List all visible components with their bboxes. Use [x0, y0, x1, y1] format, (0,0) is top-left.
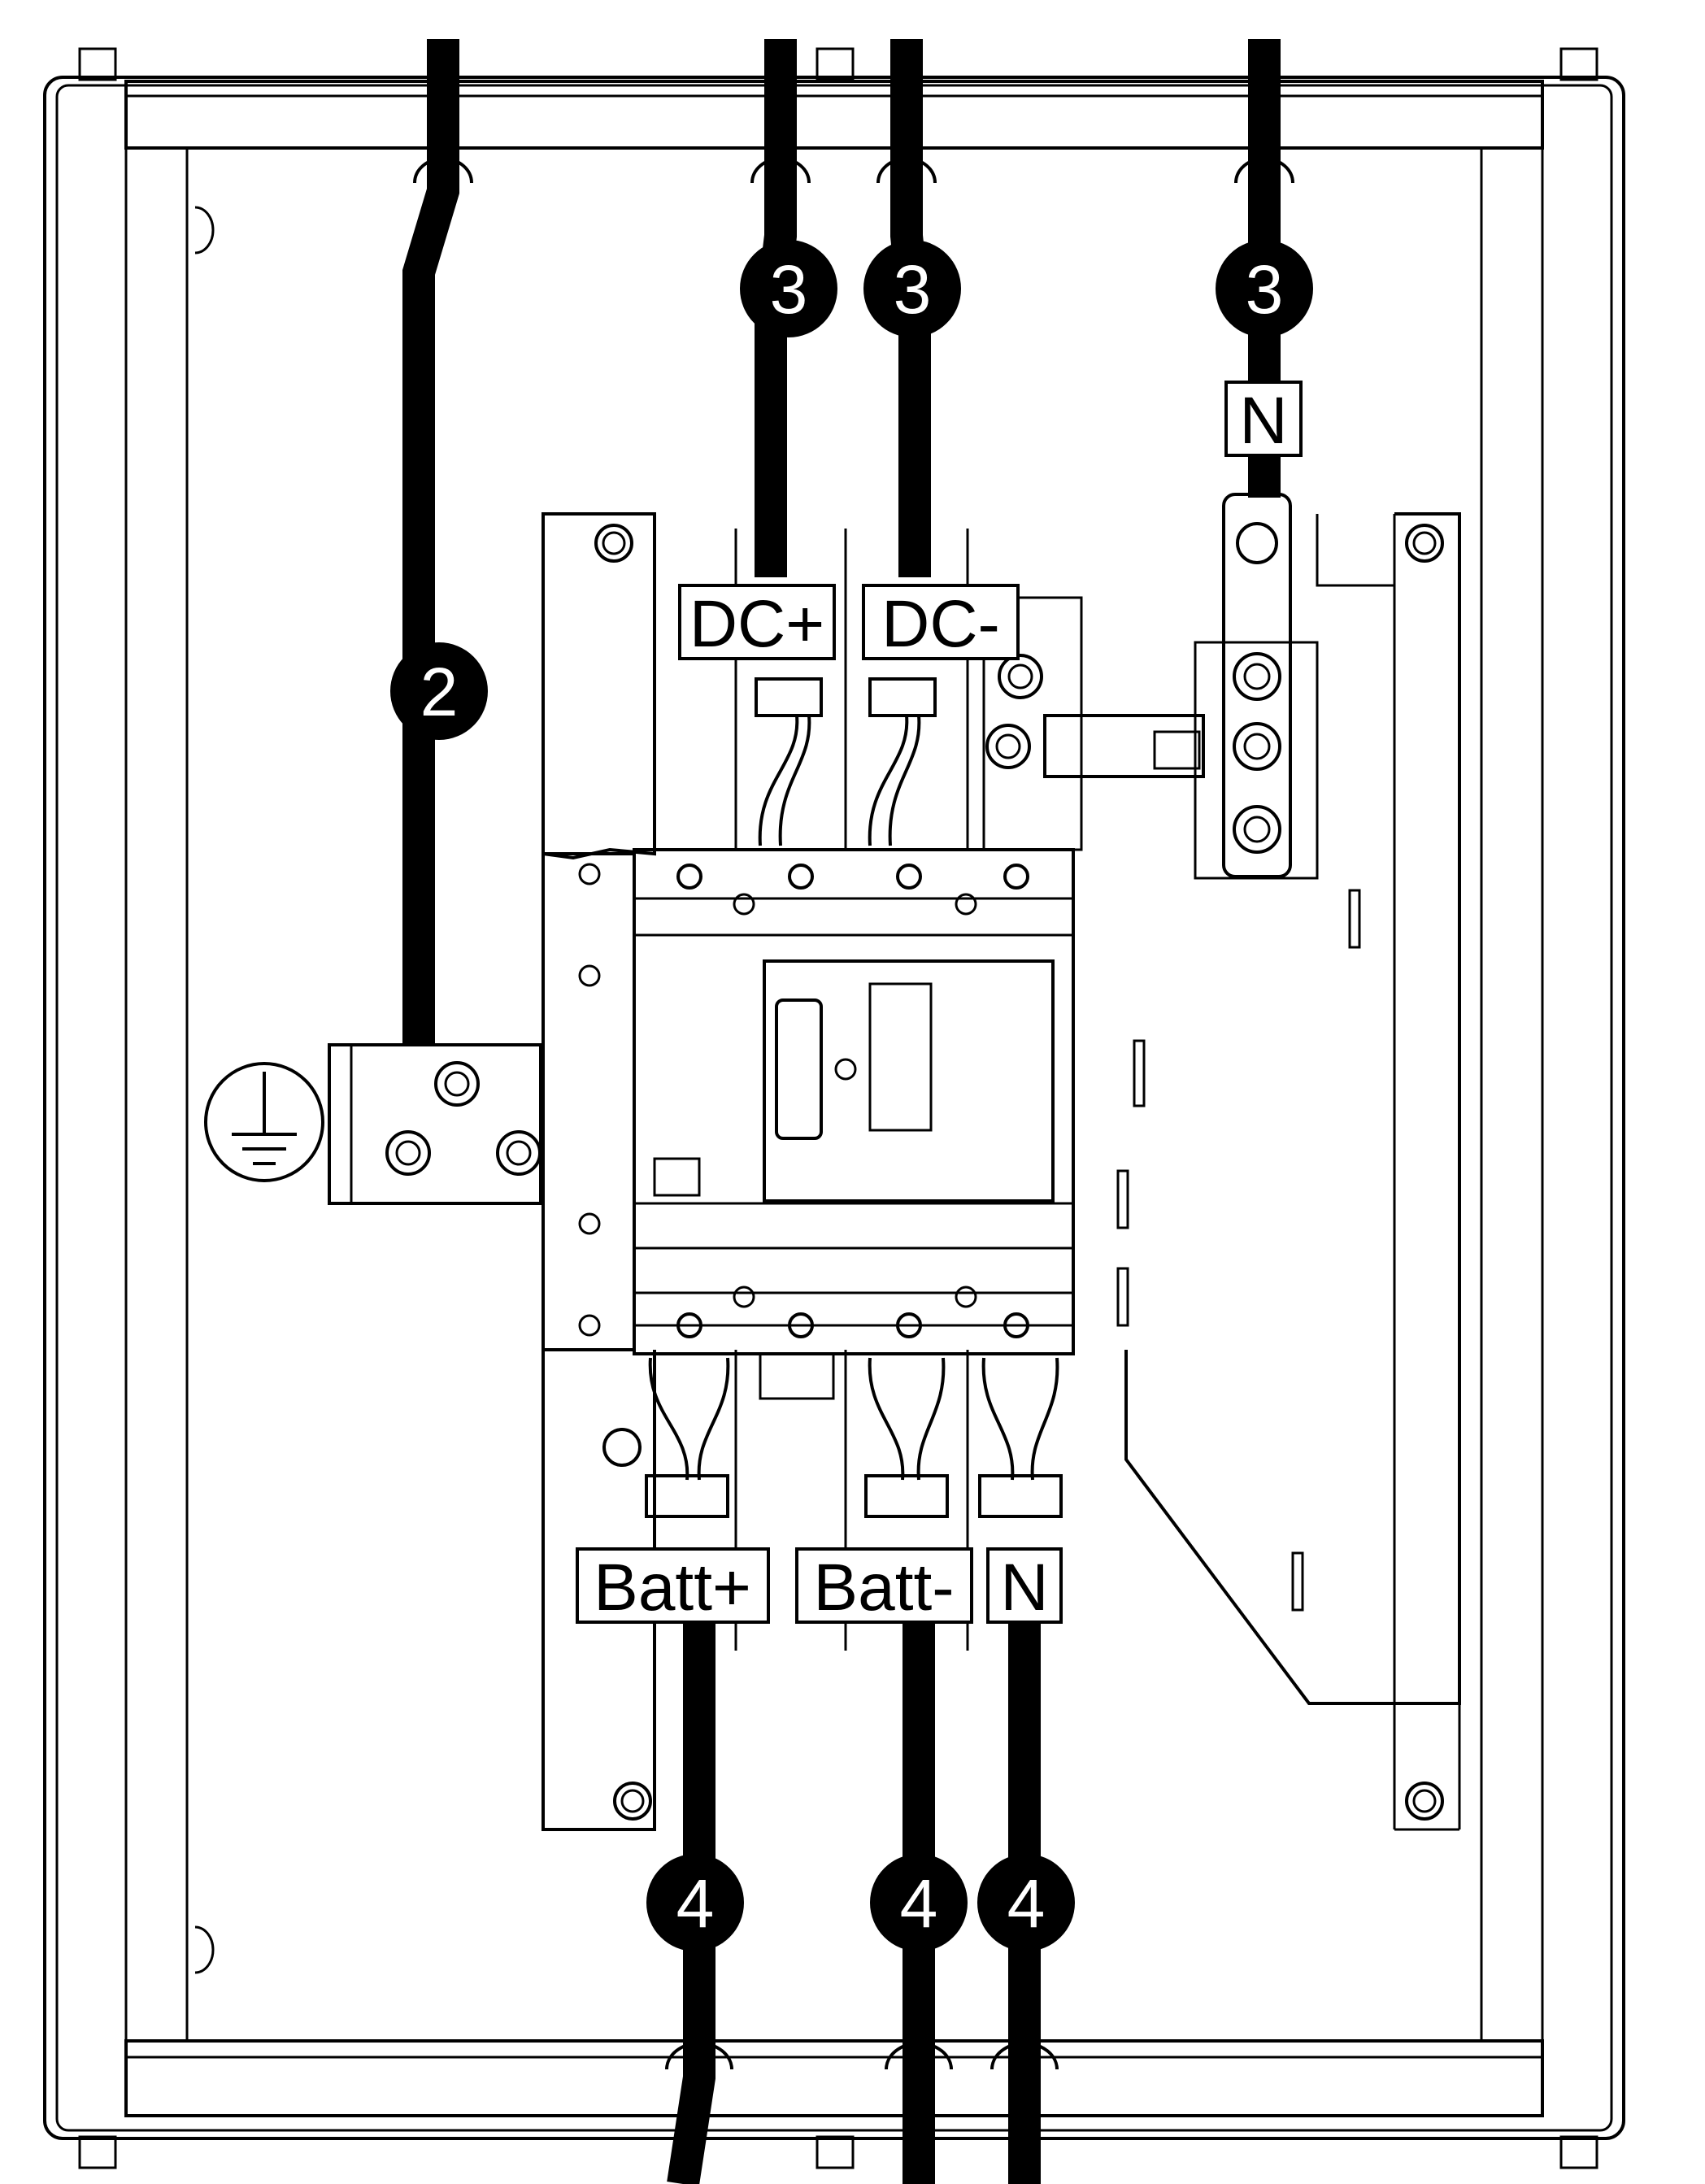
svg-text:N: N [1239, 384, 1287, 458]
cables [402, 39, 1294, 2184]
label-neutral-top: N [1224, 381, 1303, 458]
svg-text:2: 2 [420, 654, 459, 730]
enclosure [43, 47, 1625, 2169]
svg-text:DC+: DC+ [689, 587, 824, 661]
svg-text:DC-: DC- [881, 587, 1000, 661]
label-batt-plus: Batt+ [576, 1547, 770, 1625]
protective-earth-icon [204, 1062, 324, 1182]
svg-text:3: 3 [1246, 251, 1284, 328]
label-dc-minus: DC- [862, 584, 1020, 661]
label-neutral-bottom: N [986, 1547, 1063, 1625]
circuit-breaker [633, 848, 1075, 1400]
bottom-bus-links [645, 1350, 1063, 1651]
callout-dc-plus-cable: 3 [740, 240, 837, 337]
ground-cable [402, 39, 459, 1045]
label-batt-minus: Batt- [795, 1547, 973, 1625]
callout-batt-minus-cable: 4 [870, 1854, 968, 1951]
svg-text:N: N [1000, 1551, 1048, 1625]
callout-neutral-top-cable: 3 [1216, 240, 1313, 337]
svg-text:4: 4 [900, 1865, 938, 1942]
callout-neutral-bottom-cable: 4 [977, 1854, 1075, 1951]
callout-ground-cable: 2 [390, 642, 488, 740]
svg-text:4: 4 [1007, 1865, 1046, 1942]
svg-text:Batt+: Batt+ [594, 1551, 751, 1625]
svg-text:Batt-: Batt- [813, 1551, 954, 1625]
svg-text:3: 3 [770, 251, 808, 328]
callout-dc-minus-cable: 3 [863, 240, 961, 337]
ground-bar [328, 1043, 542, 1205]
top-bus-links [734, 529, 1083, 851]
batt-plus-cable [667, 1618, 715, 2184]
neutral-busbar [1043, 493, 1319, 880]
svg-text:3: 3 [894, 251, 932, 328]
callout-batt-plus-cable: 4 [646, 1854, 744, 1951]
mounting-plate [542, 512, 1461, 1831]
label-dc-plus: DC+ [678, 584, 836, 661]
svg-text:4: 4 [676, 1865, 715, 1942]
